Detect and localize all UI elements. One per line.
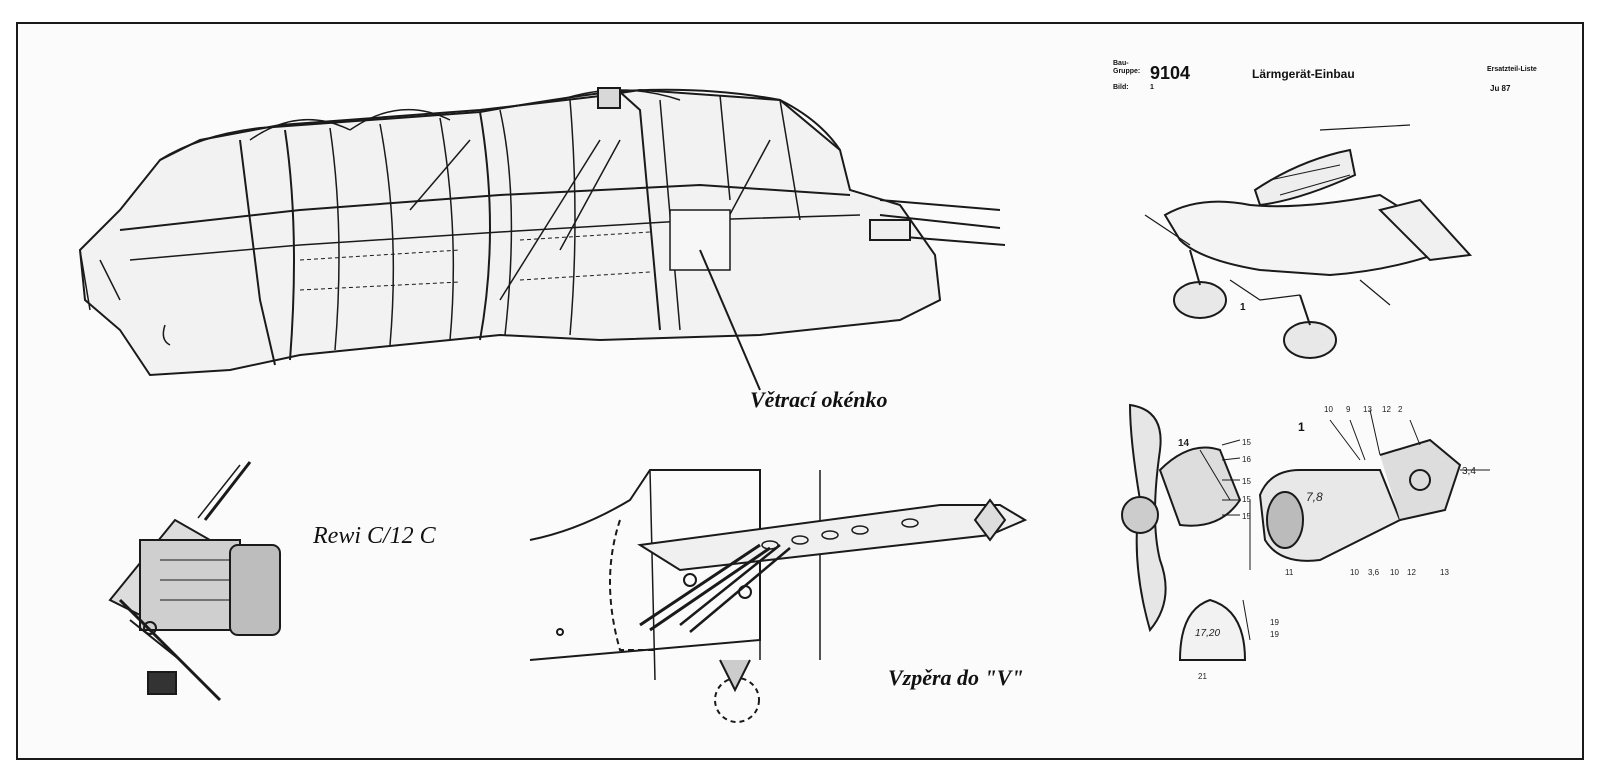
part-number: 7,8 bbox=[1306, 490, 1323, 504]
part-number: 3,4 bbox=[1462, 466, 1476, 477]
bild-label: Bild: bbox=[1113, 84, 1129, 91]
part-number: 3,6 bbox=[1368, 568, 1380, 577]
callout-1-top: 1 bbox=[1240, 302, 1246, 313]
part-number: 2 bbox=[1398, 405, 1403, 414]
radio-unit-drawing bbox=[108, 461, 281, 702]
canopy-drawing bbox=[78, 87, 1006, 391]
part-number: 12 bbox=[1407, 568, 1416, 577]
ersatzteil-label: Ersatzteil-Liste bbox=[1487, 66, 1537, 73]
part-number: 15 bbox=[1242, 438, 1251, 447]
part-number: 13 bbox=[1440, 568, 1449, 577]
bild-number: 1 bbox=[1150, 84, 1154, 91]
part-number: 10 bbox=[1390, 568, 1399, 577]
canopy-vent-label: Větrací okénko bbox=[750, 387, 888, 412]
part-number: 10 bbox=[1324, 405, 1333, 414]
part-number: 10 bbox=[1350, 568, 1359, 577]
part-number: 13 bbox=[1363, 405, 1372, 414]
strut-label: Vzpěra do "V" bbox=[888, 665, 1024, 690]
part-number: 12 bbox=[1382, 405, 1391, 414]
siren-detail-drawing bbox=[1121, 403, 1490, 661]
part-number: 16 bbox=[1242, 455, 1251, 464]
part-number: 14 bbox=[1178, 438, 1190, 449]
callout-1-detail: 1 bbox=[1298, 420, 1305, 434]
radio-model-label: Rewi C/12 C bbox=[313, 523, 436, 549]
aircraft-designation: Ju 87 bbox=[1490, 84, 1511, 93]
baugruppe-label: Bau- Gruppe: bbox=[1113, 60, 1141, 75]
part-number: 11 bbox=[1285, 568, 1294, 577]
part-number: 17,20 bbox=[1195, 628, 1221, 639]
part-number: 15 bbox=[1242, 512, 1251, 521]
siren-install-drawing bbox=[1144, 124, 1473, 359]
part-number: 19 bbox=[1270, 630, 1279, 639]
sheet-title: Lärmgerät-Einbau bbox=[1252, 67, 1355, 81]
part-number: 15 bbox=[1242, 477, 1251, 486]
group-number: 9104 bbox=[1150, 63, 1191, 83]
part-number: 9 bbox=[1346, 405, 1351, 414]
part-number: 19 bbox=[1270, 618, 1279, 627]
strut-drawing bbox=[529, 469, 1028, 723]
part-number: 15 bbox=[1242, 495, 1251, 504]
part-number: 21 bbox=[1198, 672, 1207, 681]
